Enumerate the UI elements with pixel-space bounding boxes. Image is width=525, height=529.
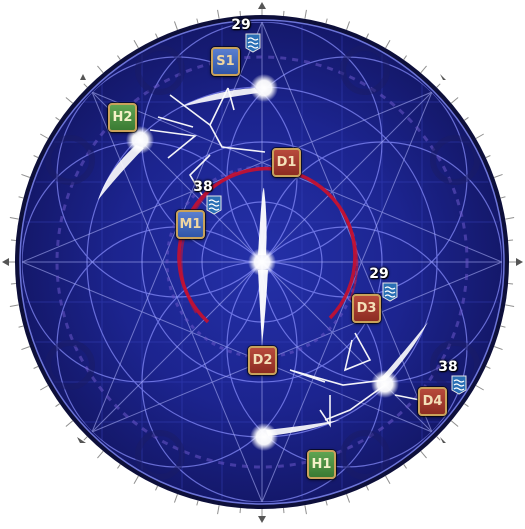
orb-south <box>250 423 278 451</box>
rim-tick <box>174 21 177 29</box>
rim-tick <box>66 421 73 427</box>
water-debuff-icon <box>450 375 468 395</box>
rim-tick <box>156 486 158 491</box>
rim-tick <box>494 346 502 349</box>
rim-tick <box>10 305 19 307</box>
rim-tick <box>21 174 29 177</box>
rim-tick <box>464 117 468 120</box>
orb-southeast <box>371 370 399 398</box>
rim-tick <box>501 197 506 198</box>
debuff-d3-count: 29 <box>349 267 409 281</box>
orb-center <box>248 248 276 276</box>
rim-tick <box>505 218 514 220</box>
rim-tick <box>56 404 60 407</box>
rim-tick <box>84 84 88 88</box>
rim-tick <box>34 156 39 158</box>
rim-tick <box>305 505 307 514</box>
debuff-d4-count: 38 <box>418 360 478 374</box>
marker-h2-label: H2 <box>113 110 133 125</box>
rim-tick <box>494 174 502 177</box>
rim-tick <box>476 134 484 139</box>
rim-tick <box>56 117 60 120</box>
rim-tick <box>386 476 391 484</box>
marker-h1-label: H1 <box>312 457 332 472</box>
rim-tick <box>421 451 427 458</box>
marker-d2-label: D2 <box>253 353 273 368</box>
marker-d2: D2 <box>248 346 277 375</box>
rim-tick <box>117 464 120 468</box>
rim-tick <box>486 366 491 368</box>
rim-tick <box>346 21 349 29</box>
rim-tick <box>366 486 368 491</box>
rim-tick <box>366 34 368 39</box>
rim-tick <box>505 305 514 307</box>
debuff-d3: 29 <box>349 267 409 306</box>
rim-tick <box>21 346 29 349</box>
rim-tick <box>40 134 48 139</box>
rim-tick <box>174 494 177 502</box>
rim-tick <box>326 19 327 24</box>
rim-tick <box>437 437 441 441</box>
rim-tick <box>134 40 139 48</box>
rim-tick <box>451 421 458 427</box>
rim-tick <box>404 464 407 468</box>
debuff-d4: 38 <box>418 360 478 399</box>
rim-tick <box>346 494 349 502</box>
rim-tick <box>66 97 73 103</box>
rim-tick <box>218 505 220 514</box>
marker-m1-label: M1 <box>180 217 202 232</box>
rim-tick <box>421 66 427 73</box>
rim-tick <box>197 501 198 506</box>
rim-tick <box>34 366 39 368</box>
marker-h2: H2 <box>108 103 137 132</box>
rim-tick <box>97 451 103 458</box>
rim-tick <box>305 10 307 19</box>
marker-d1: D1 <box>272 148 301 177</box>
rim-tick <box>134 476 139 484</box>
rim-tick <box>40 386 48 391</box>
rim-tick <box>117 56 120 60</box>
marker-d1-label: D1 <box>277 155 297 170</box>
rim-tick <box>10 218 19 220</box>
debuff-m1-count: 38 <box>173 180 233 194</box>
rim-tick <box>156 34 158 39</box>
rim-tick <box>197 19 198 24</box>
debuff-s1-count: 29 <box>211 18 271 32</box>
marker-h1: H1 <box>307 450 336 479</box>
rim-tick <box>326 501 327 506</box>
rim-tick <box>84 437 88 441</box>
rim-tick <box>501 326 506 327</box>
rim-tick <box>386 40 391 48</box>
rim-tick <box>404 56 407 60</box>
water-debuff-icon <box>205 195 223 215</box>
rim-tick <box>464 404 468 407</box>
rim-tick <box>19 326 24 327</box>
rim-tick <box>19 197 24 198</box>
water-debuff-icon <box>381 282 399 302</box>
rim-tick <box>437 84 441 88</box>
water-debuff-icon <box>244 33 262 53</box>
rim-tick <box>97 66 103 73</box>
rim-tick <box>451 97 458 103</box>
orb-north <box>250 74 278 102</box>
debuff-m1: 38 <box>173 180 233 219</box>
debuff-s1: 29 <box>211 18 271 57</box>
rim-tick <box>486 156 491 158</box>
